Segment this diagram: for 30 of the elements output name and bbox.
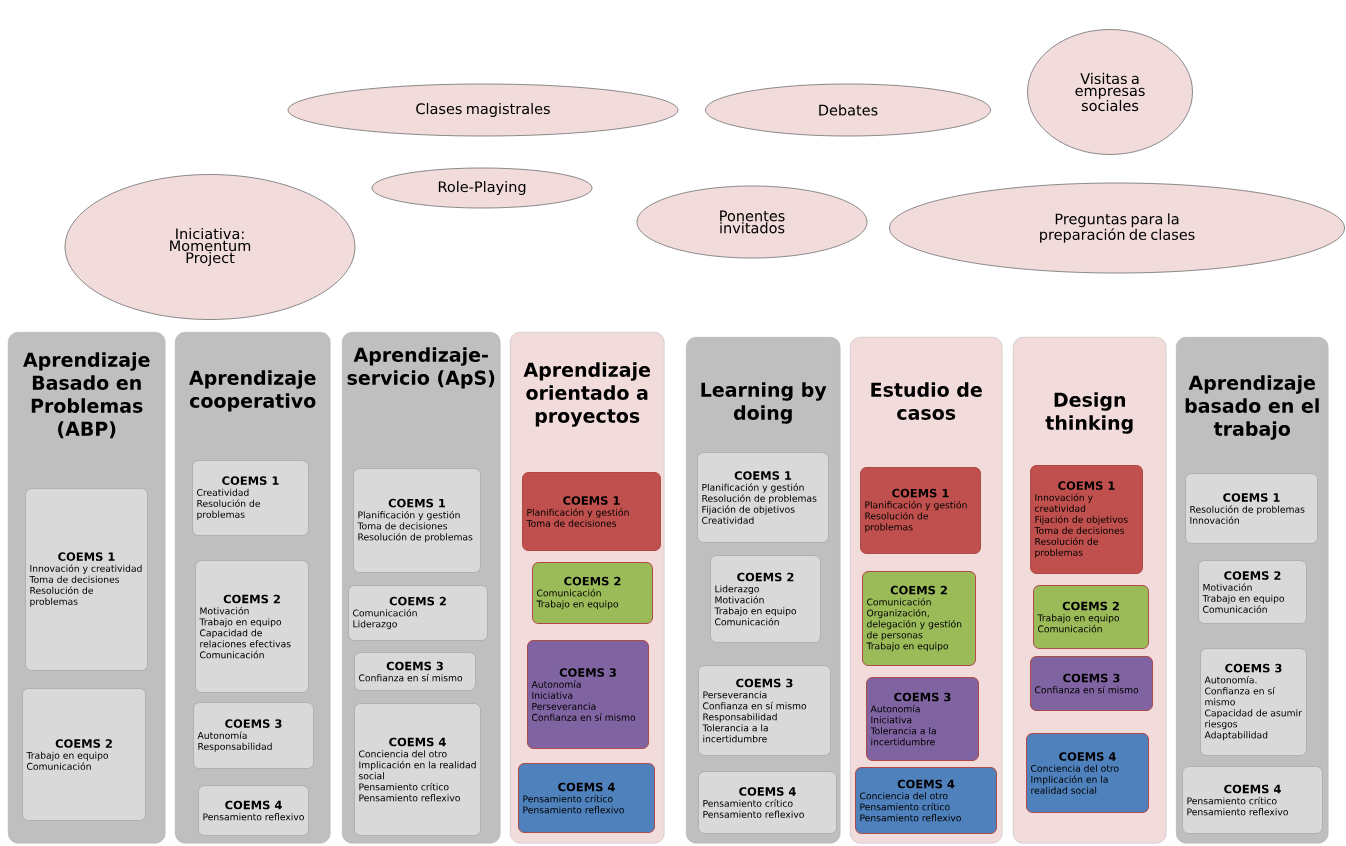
competence-box: COEMS 2 Motivación Trabajo en equipo Capacidad de relaciones efectivas Comunicación <box>195 560 309 693</box>
competence-box: COEMS 3 Autonomía Iniciativa Tolerancia a la incertidumbre <box>866 677 979 761</box>
competence-box: COEMS 1 Innovación y creatividad Toma de decisiones Resolución de problemas <box>25 488 148 671</box>
competence-box: COEMS 2 Comunicación Liderazgo <box>348 585 488 641</box>
competence-box: COEMS 2 Trabajo en equipo Comunicación <box>1033 585 1149 649</box>
competence-box: COEMS 4 Pensamiento crítico Pensamiento reflexivo <box>698 771 837 834</box>
competence-box: COEMS 1 Planificación y gestión Resolución de problemas <box>860 467 981 554</box>
competence-box: COEMS 1 Planificación y gestión Toma de decisiones Resolución de problemas <box>353 468 481 573</box>
competence-box: COEMS 3 Autonomía Responsabilidad <box>193 702 314 769</box>
competence-box: COEMS 4 Pensamiento crítico Pensamiento reflexivo <box>518 763 655 833</box>
competence-box: COEMS 4 Pensamiento crítico Pensamiento reflexivo <box>1182 766 1323 834</box>
competence-box: COEMS 3 Perseverancia Confianza en sí mismo Responsabilidad Tolerancia a la incertidumbre <box>698 665 831 756</box>
competence-box: COEMS 2 Comunicación Organización, delegación y gestión de personas Trabajo en equipo <box>862 571 976 666</box>
competence-box: COEMS 1 Planificación y gestión Toma de decisiones <box>522 472 661 551</box>
competence-box: COEMS 4 Conciencia del otro Implicación en la realidad social Pensamiento crítico Pensamiento reflexivo <box>354 703 481 836</box>
competence-box: COEMS 4 Conciencia del otro Pensamiento crítico Pensamiento reflexivo <box>855 767 997 834</box>
competence-box: COEMS 1 Resolución de problemas Innovación <box>1185 473 1318 544</box>
competence-box: COEMS 1 Creatividad Resolución de problemas <box>192 460 309 536</box>
competence-box: COEMS 2 Motivación Trabajo en equipo Comunicación <box>1198 560 1307 624</box>
competence-box: COEMS 3 Autonomía Iniciativa Perseverancia Confianza en sí mismo <box>527 640 649 749</box>
competence-box: COEMS 2 Trabajo en equipo Comunicación <box>22 688 146 821</box>
competence-box: COEMS 2 Liderazgo Motivación Trabajo en equipo Comunicación <box>710 555 821 643</box>
competence-box: COEMS 4 Pensamiento reflexivo <box>198 785 309 836</box>
competence-box: COEMS 3 Confianza en sí mismo <box>1030 656 1153 711</box>
competence-box: COEMS 3 Confianza en sí mismo <box>354 652 476 691</box>
competence-box: COEMS 4 Conciencia del otro Implicación en la realidad social <box>1026 733 1149 813</box>
competence-box: COEMS 1 Innovación y creatividad Fijación de objetivos Toma de decisiones Resolución de problemas <box>1030 465 1143 574</box>
competence-box: COEMS 2 Comunicación Trabajo en equipo <box>532 562 653 624</box>
competence-box: COEMS 1 Planificación y gestión Resolución de problemas Fijación de objetivos Creatividad <box>697 452 829 543</box>
competence-box: COEMS 3 Autonomía. Confianza en sí mismo Capacidad de asumir riesgos Adaptabilidad <box>1200 648 1307 756</box>
